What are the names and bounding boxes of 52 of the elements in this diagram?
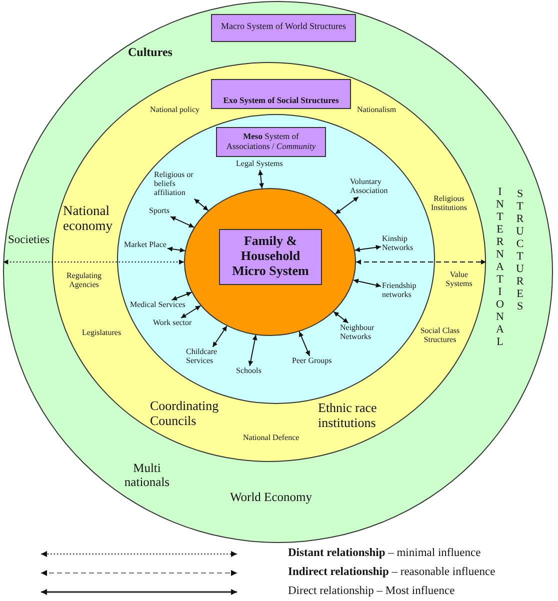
system-heading-box: Meso System of Associations / Community	[216, 127, 326, 157]
legend-label: Direct relationship – Most influence	[288, 585, 455, 599]
vertical-ring-label: STRUCTURES	[514, 188, 525, 313]
double-arrow	[170, 216, 194, 228]
community-label: Work sector	[153, 319, 192, 328]
community-label: Voluntary Association	[350, 178, 394, 196]
community-label: Medical Services	[130, 301, 186, 310]
ring-label: Religious Institutions	[430, 195, 468, 213]
double-arrow	[180, 305, 202, 318]
ring-label: Ethnic race institutions	[318, 401, 378, 430]
community-label: Market Place	[124, 241, 166, 250]
community-label: Peer Groups	[292, 357, 332, 366]
ring-label: National economy	[63, 203, 114, 234]
double-arrow	[194, 198, 209, 211]
community-label: Legal Systems	[236, 160, 283, 169]
double-arrow	[334, 196, 359, 214]
legend-label: Distant relationship – minimal influence	[288, 547, 481, 561]
ring-label: National policy	[150, 106, 200, 115]
vertical-ring-label: INTERNATIONAL	[494, 186, 505, 348]
double-arrow	[258, 170, 264, 189]
system-heading-box: Macro System of World Structures	[211, 14, 356, 42]
community-label: Schools	[236, 367, 262, 376]
community-label: Sports	[149, 207, 170, 216]
community-label: Religious or beliefs affiliation	[154, 171, 200, 198]
dashed-double-arrow	[356, 260, 486, 264]
double-arrow	[171, 292, 192, 301]
double-arrow	[166, 246, 186, 253]
ring-label: Multi nationals	[123, 461, 171, 489]
ring-label: Cultures	[128, 46, 172, 60]
double-arrow	[298, 331, 310, 356]
double-arrow	[333, 311, 349, 324]
legend-label: Indirect relationship – reasonable influence	[288, 566, 496, 580]
ring-label: National Defence	[243, 434, 300, 443]
community-label: Friendship networks	[382, 282, 424, 300]
community-label: Kinship Networks	[382, 235, 420, 253]
community-label: Neighbour Networks	[340, 324, 382, 342]
double-arrow	[354, 244, 382, 252]
ring-label: Value Systems	[444, 271, 474, 289]
double-arrow	[212, 326, 228, 348]
ring-label: Societies	[8, 234, 50, 247]
ring-label: Nationalism	[357, 106, 396, 115]
ring-label: Regulating Agencies	[65, 272, 103, 290]
dotted-double-arrow	[2, 260, 184, 264]
ring-label: Social Class Structures	[419, 327, 461, 345]
ring-label: World Economy	[230, 490, 312, 504]
ring-label: Legislatures	[82, 329, 122, 338]
system-heading-box: Exo System of Social Structures	[211, 79, 351, 109]
double-arrow	[352, 278, 382, 288]
double-arrow	[248, 334, 258, 366]
system-heading-box: Family & Household Micro System	[219, 229, 322, 285]
community-label: Childcare Services	[186, 348, 226, 366]
ring-label: Coordinating Councils	[150, 399, 220, 428]
